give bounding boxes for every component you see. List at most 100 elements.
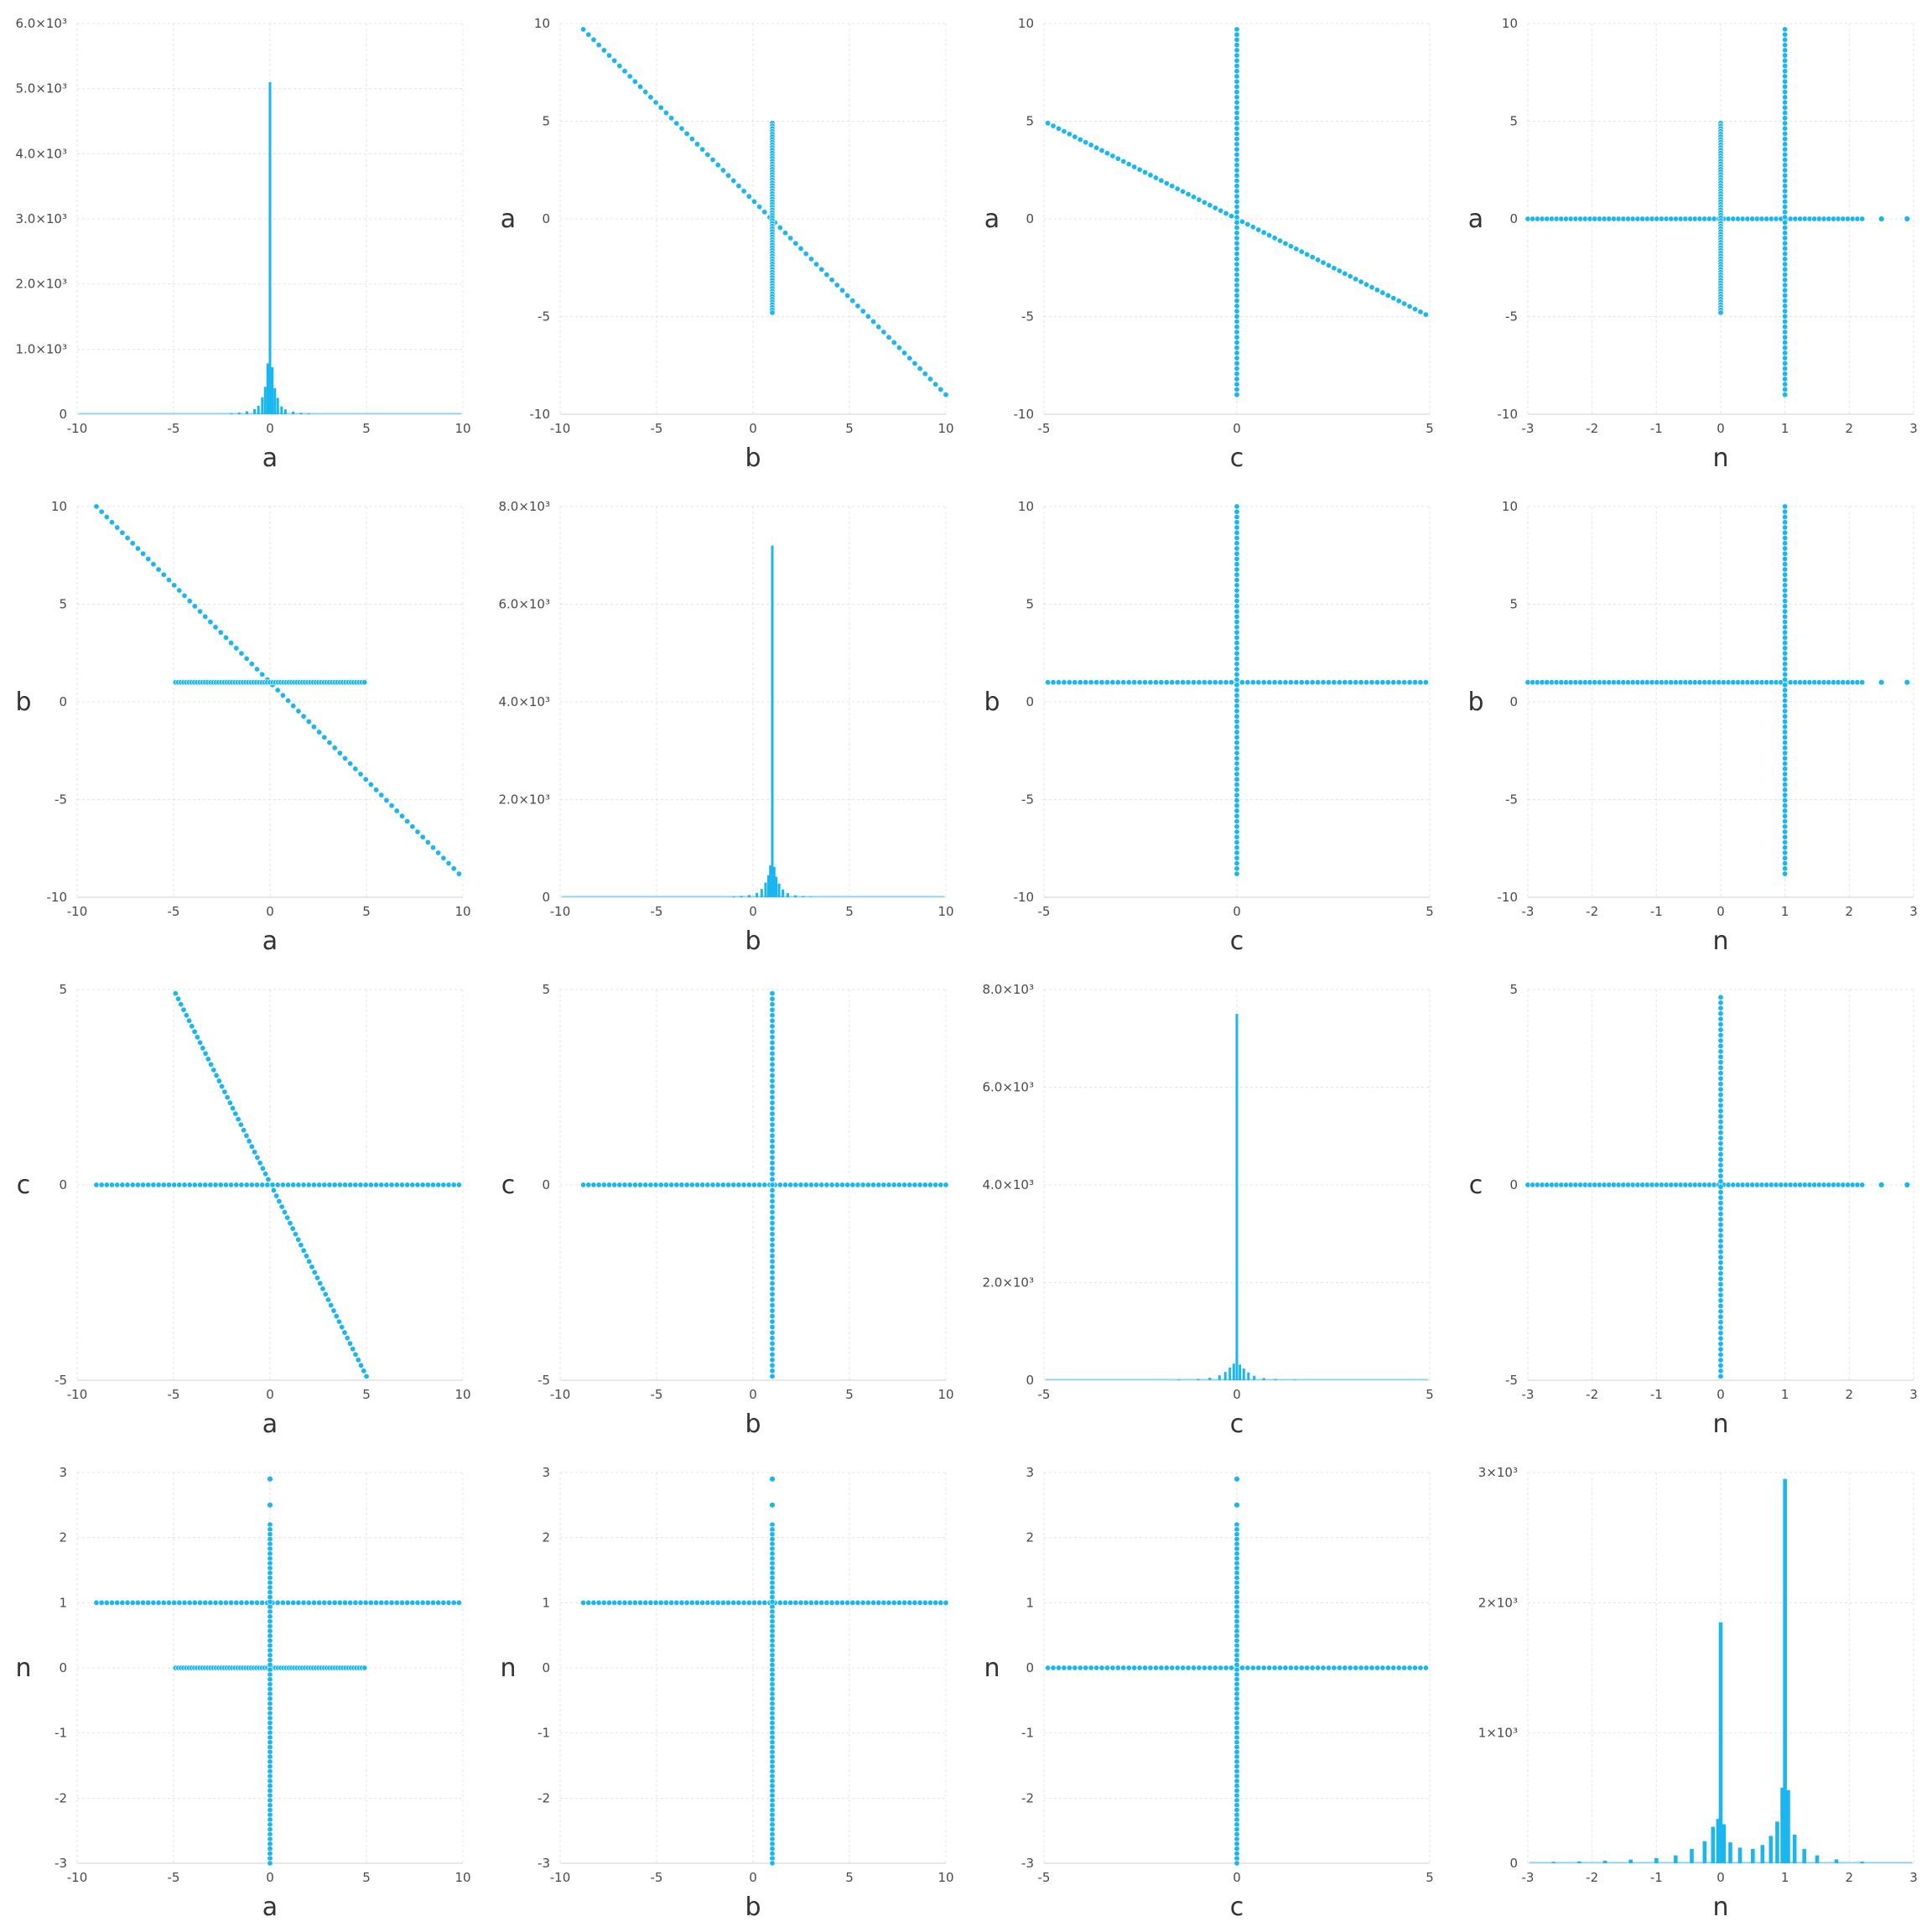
scatter-point bbox=[1233, 1613, 1240, 1620]
scatter-point bbox=[357, 1182, 364, 1188]
scatter-point bbox=[1233, 1748, 1240, 1755]
scatter-point bbox=[1072, 679, 1078, 686]
scatter-point bbox=[756, 1599, 763, 1606]
scatter-point bbox=[1218, 1665, 1224, 1671]
scatter-point bbox=[331, 745, 338, 751]
scatter-point bbox=[901, 1182, 908, 1188]
scatter-point bbox=[1152, 1665, 1159, 1671]
scatter-point bbox=[1233, 125, 1240, 132]
scatter-point bbox=[267, 1758, 273, 1765]
scatter-point bbox=[1717, 1335, 1724, 1342]
scatter-point bbox=[140, 550, 147, 557]
histogram-bar bbox=[292, 411, 295, 414]
x-tick-label: -10 bbox=[67, 904, 88, 919]
scatter-point bbox=[1233, 755, 1240, 761]
scatter-point bbox=[769, 1545, 776, 1552]
scatter-point bbox=[704, 1182, 711, 1188]
scatter-point bbox=[1233, 26, 1240, 33]
scatter-point bbox=[267, 1792, 273, 1799]
scatter-point bbox=[1233, 844, 1240, 851]
histogram-bar bbox=[1628, 1859, 1633, 1863]
scatter-point bbox=[1249, 679, 1256, 686]
scatter-point bbox=[730, 1182, 737, 1188]
scatter-point bbox=[901, 350, 908, 356]
scatter-point bbox=[361, 1665, 368, 1671]
scatter-point bbox=[186, 1017, 193, 1024]
scatter-point bbox=[1233, 68, 1240, 75]
scatter-point bbox=[267, 1729, 273, 1736]
scatter-point bbox=[1233, 183, 1240, 190]
histogram-bar bbox=[771, 545, 774, 897]
scatter-point bbox=[769, 1666, 776, 1673]
scatter-point bbox=[1260, 1665, 1267, 1671]
scatter-point bbox=[1782, 94, 1789, 101]
x-tick-label: 5 bbox=[845, 1387, 854, 1402]
scatter-point bbox=[1379, 1665, 1386, 1671]
scatter-point bbox=[1249, 224, 1256, 231]
scatter-point bbox=[1782, 724, 1789, 730]
scatter-point bbox=[347, 1182, 354, 1188]
scatter-point bbox=[1233, 1570, 1240, 1576]
scatter-point bbox=[1358, 1665, 1364, 1671]
scatter-point bbox=[305, 1182, 312, 1188]
scatter-point bbox=[1233, 151, 1240, 158]
scatter-point bbox=[1233, 1836, 1240, 1842]
scatter-point bbox=[769, 1034, 776, 1041]
scatter-point bbox=[1782, 63, 1789, 70]
scatter-point bbox=[782, 1182, 789, 1188]
scatter-point bbox=[1368, 1665, 1375, 1671]
scatter-point bbox=[248, 1599, 255, 1606]
scatter-point bbox=[344, 1335, 351, 1342]
scatter-point bbox=[1233, 1821, 1240, 1828]
scatter-point bbox=[361, 679, 368, 686]
scatter-point bbox=[278, 1203, 285, 1210]
scatter-point bbox=[331, 1182, 338, 1188]
scatter-point bbox=[1233, 240, 1240, 247]
scatter-point bbox=[1233, 703, 1240, 709]
scatter-point bbox=[1233, 603, 1240, 610]
scatter-point bbox=[259, 1165, 266, 1171]
histogram-bar bbox=[772, 866, 776, 897]
x-tick-label: -10 bbox=[67, 421, 88, 436]
scatter-point bbox=[445, 1182, 452, 1188]
scatter-point bbox=[1120, 158, 1127, 164]
scatter-point bbox=[160, 571, 167, 578]
scatter-point bbox=[243, 1599, 250, 1606]
scatter-point bbox=[1233, 381, 1240, 387]
scatter-point bbox=[1782, 734, 1789, 740]
scatter-point bbox=[321, 1182, 328, 1188]
x-tick-label: 2 bbox=[1846, 421, 1854, 436]
scatter-point bbox=[1782, 214, 1789, 221]
scatter-point bbox=[1201, 199, 1208, 205]
scatter-point bbox=[267, 1724, 273, 1731]
scatter-point bbox=[1109, 1665, 1116, 1671]
scatter-point bbox=[769, 1050, 776, 1057]
histogram-bar bbox=[1293, 1379, 1296, 1380]
y-tick-label: -10 bbox=[1498, 407, 1519, 422]
scatter-point bbox=[1233, 282, 1240, 288]
scatter-point bbox=[1331, 1665, 1337, 1671]
x-tick-label: 5 bbox=[1426, 1870, 1434, 1885]
scatter-point bbox=[1320, 259, 1327, 266]
scatter-point bbox=[1233, 1555, 1240, 1562]
scatter-point bbox=[668, 1599, 675, 1606]
scatter-point bbox=[1249, 1665, 1256, 1671]
scatter-point bbox=[339, 1324, 345, 1331]
scatter-point bbox=[150, 1182, 157, 1188]
scatter-point bbox=[611, 1599, 618, 1606]
scatter-point bbox=[769, 1291, 776, 1297]
scatter-point bbox=[1782, 136, 1789, 143]
scatter-point bbox=[189, 1023, 195, 1030]
scatter-point bbox=[769, 1657, 776, 1664]
scatter-point bbox=[259, 1182, 266, 1188]
scatter-point bbox=[1233, 298, 1240, 304]
scatter-point bbox=[186, 1182, 193, 1188]
x-tick-label: -10 bbox=[550, 1870, 571, 1885]
scatter-point bbox=[1233, 1734, 1240, 1741]
scatter-point bbox=[388, 802, 395, 809]
x-tick-label: 0 bbox=[1233, 1387, 1241, 1402]
scatter-point bbox=[109, 519, 116, 526]
scatter-point bbox=[1174, 185, 1181, 192]
scatter-point bbox=[769, 1203, 776, 1210]
scatter-point bbox=[1782, 125, 1789, 132]
